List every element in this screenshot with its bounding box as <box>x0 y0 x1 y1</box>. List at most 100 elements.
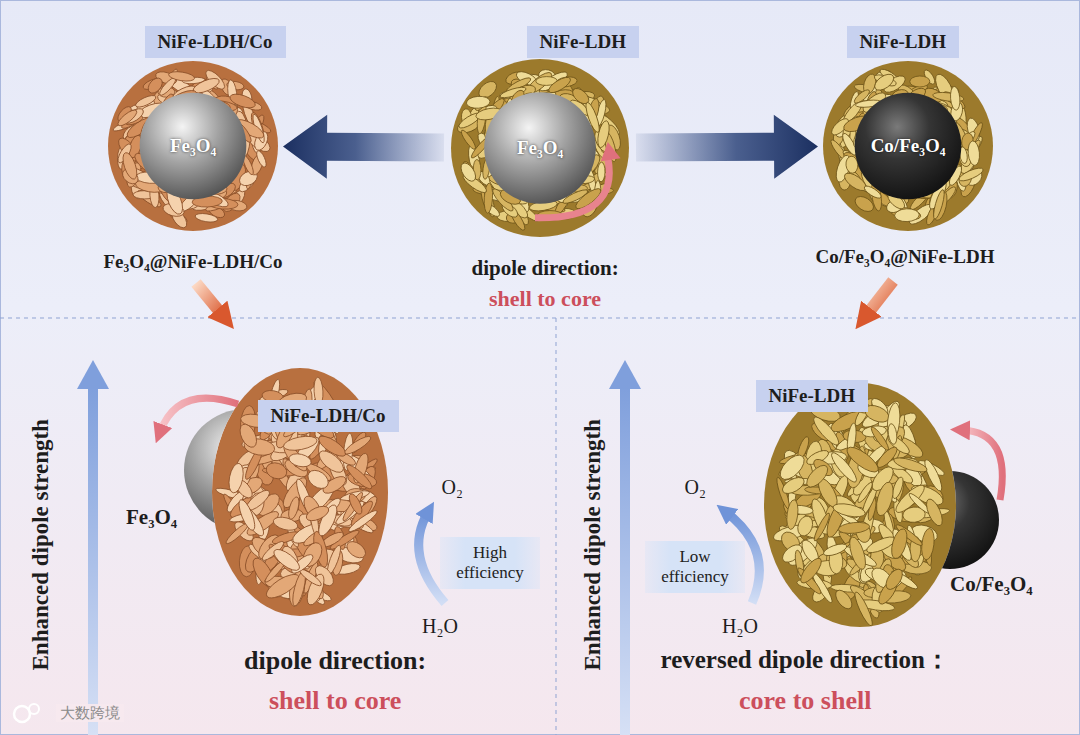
label-holder: O₂ <box>442 475 463 499</box>
petal <box>458 160 478 183</box>
petal <box>547 74 573 95</box>
label-holder: Enhanced dipole strength <box>26 419 54 670</box>
particle-caption: Co/Fe₃O₄@NiFe-LDH <box>816 246 995 269</box>
node-label: NiFe-LDH/Co <box>158 30 273 54</box>
divider-line <box>0 318 1080 319</box>
petal <box>883 566 906 592</box>
watermark-logo <box>14 706 30 722</box>
label-holder: core to shell <box>739 685 871 716</box>
petal <box>195 212 219 223</box>
node-label: Co/Fe₃O₄ <box>871 135 946 157</box>
label-holder: Co/Fe₃O₄@NiFe-LDH <box>816 246 995 269</box>
petal <box>304 503 331 523</box>
petal <box>305 467 332 493</box>
core-sphere-shape <box>184 409 306 531</box>
dipole-direction: core to shell <box>739 685 871 716</box>
petal <box>134 93 157 109</box>
petal <box>795 514 815 538</box>
dipole-note: dipole direction: <box>244 645 426 676</box>
petal <box>347 492 365 516</box>
petal <box>466 96 490 110</box>
strength-arrow <box>620 386 630 735</box>
particle-illustration <box>183 408 307 532</box>
core-shell-particle: Fe₃O₄ <box>450 58 630 238</box>
label-box: NiFe-LDH <box>527 26 640 58</box>
label-box: NiFe-LDH <box>756 380 869 412</box>
core-sphere: Co/Fe₃O₄ <box>900 470 1000 570</box>
petal <box>892 455 928 475</box>
divider-line <box>556 318 557 735</box>
ldh-shell <box>451 59 629 237</box>
label-holder: Enhanced dipole strength <box>578 419 606 670</box>
ldh-petals <box>829 67 985 228</box>
petal <box>833 587 856 611</box>
transition-arrow <box>196 283 224 317</box>
node-label: Fe₃O₄ <box>126 505 177 530</box>
petal <box>316 433 349 460</box>
label-holder: O₂ <box>685 475 706 499</box>
node-label: NiFe-LDH/Co <box>271 404 386 428</box>
petal <box>872 71 897 93</box>
core-sphere-shape <box>484 92 596 204</box>
ldh-shell <box>108 61 278 231</box>
label-holder: dipole direction: <box>472 256 619 281</box>
label-holder: H₂O <box>722 614 758 638</box>
petal <box>931 189 946 220</box>
petal <box>950 86 961 110</box>
node-label: Fe₃O₄ <box>170 135 216 157</box>
label-holder: H₂O <box>422 614 458 638</box>
node-label: High efficiency <box>446 543 534 584</box>
petal <box>116 108 139 129</box>
product-label: O₂ <box>685 475 706 499</box>
petal <box>597 162 605 182</box>
petal <box>168 70 195 82</box>
dipole-arrow <box>535 158 609 218</box>
label-box: NiFe-LDH <box>847 26 960 58</box>
reactant-label: H₂O <box>422 614 458 638</box>
label-box: NiFe-LDH/Co <box>145 26 286 58</box>
arrow-head <box>601 142 621 161</box>
petal <box>887 423 898 445</box>
petal <box>776 451 808 484</box>
node-label: Co/Fe₃O₄ <box>950 572 1033 597</box>
strength-arrow-head <box>77 360 109 389</box>
dipole-direction: shell to core <box>269 685 401 716</box>
petal <box>785 499 799 530</box>
ldh-petals <box>112 68 273 231</box>
node-label: NiFe-LDH <box>540 30 627 54</box>
label-holder: shell to core <box>269 685 401 716</box>
core-shell-particle: Co/Fe₃O₄ <box>822 60 994 232</box>
petal <box>967 140 980 166</box>
label-holder: Fe₃O₄@NiFe-LDH/Co <box>104 251 283 274</box>
node-label: Fe₃O₄ <box>517 137 563 159</box>
axis-label: Enhanced dipole strength <box>26 419 54 670</box>
core-sphere-shape <box>901 471 999 569</box>
petal <box>343 434 373 457</box>
dipole-note: dipole direction: <box>472 256 619 281</box>
label-holder: 大数跨境 <box>56 704 124 722</box>
petal <box>255 149 268 168</box>
label-box: NiFe-LDH/Co <box>258 400 399 432</box>
petal <box>344 462 375 491</box>
petal <box>459 129 477 151</box>
ldh-petals <box>455 68 623 232</box>
petal <box>120 151 139 181</box>
watermark-logo <box>29 704 39 714</box>
efficiency-band: High efficiency <box>440 537 540 590</box>
dipole-direction: shell to core <box>489 286 601 312</box>
transition-arrow <box>636 115 818 179</box>
petal <box>810 414 842 448</box>
petal <box>910 76 930 87</box>
petal <box>838 521 870 535</box>
petal <box>852 193 876 214</box>
petal <box>347 508 379 534</box>
node-label: NiFe-LDH <box>860 30 947 54</box>
petal <box>271 546 303 574</box>
reactant-label: H₂O <box>722 614 758 638</box>
strength-arrow-head <box>609 360 641 389</box>
label-holder: reversed dipole direction： <box>661 645 950 675</box>
dipole-note: reversed dipole direction： <box>661 645 950 675</box>
petal <box>869 425 891 452</box>
particle-caption: Fe₃O₄@NiFe-LDH/Co <box>104 251 283 274</box>
